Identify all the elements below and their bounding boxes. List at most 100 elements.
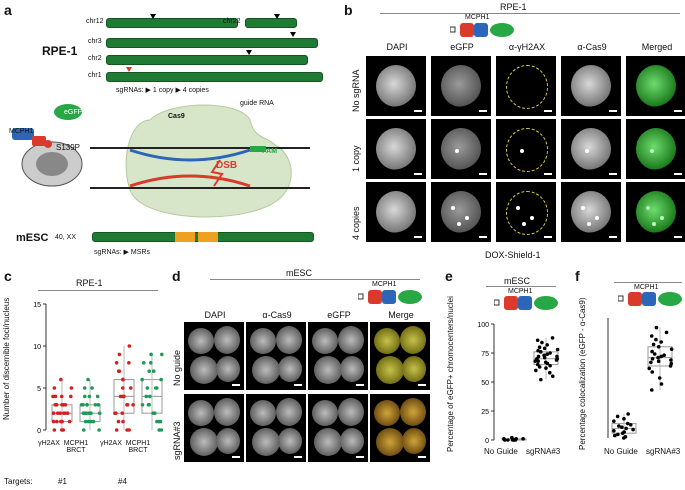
data-point [52,428,57,432]
data-point [154,386,159,390]
data-point [510,435,514,440]
data-point [659,354,664,359]
data-point [85,403,89,407]
panel-e-xlabel-1: No Guide [484,447,518,456]
nucleosome-illustration [12,104,83,187]
focus-spot [585,149,589,153]
data-point [127,361,131,365]
data-point [669,358,673,362]
data-point [131,403,135,407]
data-point [89,411,93,415]
data-point [145,386,150,390]
scale-bar [418,456,426,458]
y-tick-label: 0 [37,428,41,435]
micrograph-d-r2-cas9 [246,394,306,462]
nucleus [376,128,416,170]
data-point [545,352,550,356]
micrograph-b-r1-cas9 [561,56,621,116]
scale-bar [414,173,422,175]
scale-bar [609,173,617,175]
target-4: #4 [118,477,127,486]
data-point [86,419,91,424]
nucleus [374,400,400,426]
nucleus [376,191,416,233]
focus-spot [451,206,455,210]
data-point [669,361,674,366]
focus-spot [457,222,461,226]
nucleus [314,428,342,456]
data-point [555,354,559,359]
focus-spot [516,206,520,210]
cas9-label: Cas9 [168,113,185,120]
data-point [116,419,121,424]
marker-chr22 [274,14,280,19]
nucleus [276,326,302,354]
data-point [93,403,98,407]
data-point [149,361,153,365]
micrograph-b-r1-egfp [431,56,491,116]
data-point [84,411,89,415]
target-1: #1 [58,477,67,486]
scale-bar [544,110,552,112]
nucleus [571,191,611,233]
focus-spot [660,216,664,220]
data-point [545,343,549,347]
panel-f-xlabel-1: No Guide [604,447,638,456]
scale-bar [414,110,422,112]
focus-spot [581,206,585,210]
panel-b-label: b [344,2,353,18]
msr-block-2 [198,232,218,242]
y-tick-label: 15 [33,302,41,309]
scale-bar [294,384,302,386]
data-point [61,403,66,407]
nucleus [506,191,548,235]
data-point [624,426,628,431]
mesc-label: mESC [16,232,49,244]
data-point [125,403,129,407]
data-point [60,419,64,424]
data-point [159,428,164,432]
data-point [506,438,510,442]
y-tick-label: 75 [481,351,489,358]
data-point [144,394,149,399]
nucleus [252,428,280,456]
data-point [547,370,552,375]
panel-b-header-rule [380,13,680,14]
data-point [140,377,144,382]
scale-bar [356,384,364,386]
data-point [141,361,146,365]
micrograph-d-r1-merge [370,322,430,390]
panel-d-construct-diagram [358,290,422,304]
col-header-dapi: DAPI [386,42,408,52]
data-point [120,411,125,415]
d-col-header-egfp: eGFP [327,310,351,320]
y-tick-label: 10 [33,344,41,351]
panel-e-cell-line: mESC [504,276,531,286]
data-point [654,337,658,342]
data-point [662,353,666,357]
panel-c-cell-line: RPE-1 [76,278,103,288]
micrograph-b-r2-egfp [431,119,491,179]
data-point [82,394,87,399]
data-point [656,355,660,360]
chr1-bar [106,72,323,82]
panel-b-footer: DOX-Shield-1 [485,250,541,260]
data-point [61,428,66,432]
data-point [536,354,541,359]
nucleus [190,428,218,456]
panel-b-construct: MCPH1 [465,14,490,21]
col-header-cas9: α-Cas9 [577,42,607,52]
scale-bar [674,236,682,238]
data-point [542,346,547,351]
data-point [612,419,616,423]
micrograph-b-r1-merged [626,56,685,116]
focus-spot [595,216,599,220]
target-markers [126,14,296,72]
micrograph-d-r2-dapi [184,394,244,462]
col-header-gh2ax: α-γH2AX [508,42,546,52]
nucleus [636,65,676,107]
data-point [669,347,674,351]
nucleus [312,400,338,426]
d-row-label-sgrna3: sgRNA#3 [172,421,182,460]
